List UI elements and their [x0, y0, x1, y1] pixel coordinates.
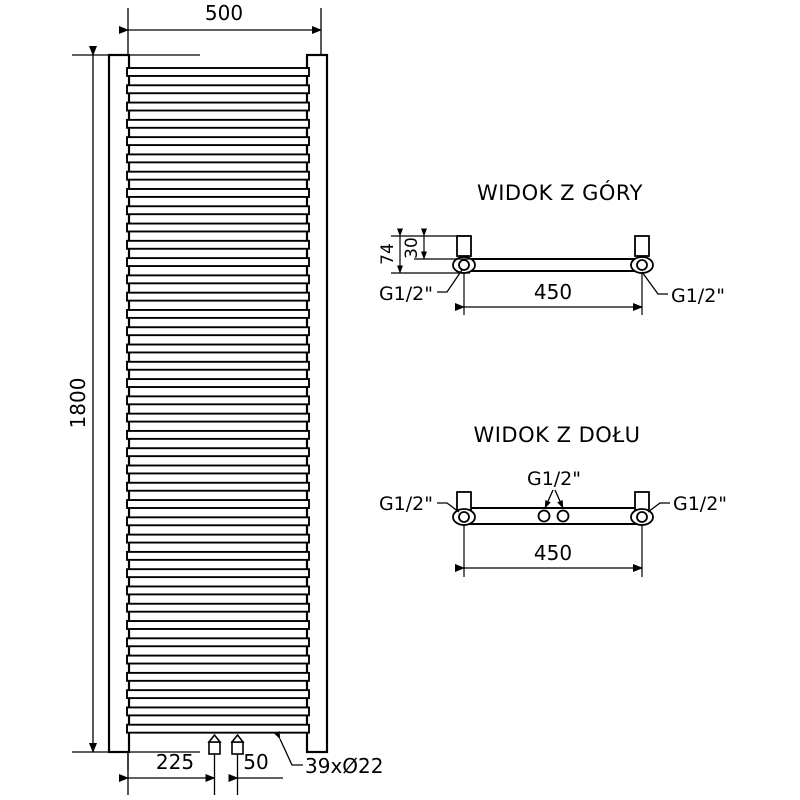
bottom-view-span-dimension: 450 — [455, 524, 643, 577]
radiator-rung — [126, 516, 310, 527]
radiator-rung — [126, 550, 310, 561]
radiator-rung — [126, 637, 310, 648]
top-view-label-right: G1/2" — [641, 271, 725, 307]
bottom-view-span-label: 450 — [534, 541, 572, 565]
radiator-rung — [126, 257, 310, 268]
bottom-view-label-left: G1/2" — [379, 493, 460, 515]
radiator-rung — [126, 239, 310, 250]
bottom-view-group: WIDOK Z DOŁU G1/2" G — [379, 423, 727, 577]
radiator-rung — [126, 671, 310, 682]
radiator-rung — [126, 706, 310, 717]
radiator-rung — [126, 533, 310, 544]
top-view-body — [465, 258, 641, 272]
top-view-span-label: 450 — [534, 280, 572, 304]
dimension-74: 74 — [378, 228, 403, 274]
dimension-30-label: 30 — [402, 237, 422, 259]
radiator-rung — [126, 360, 310, 371]
top-view-fitting-right-label: G1/2" — [671, 285, 725, 307]
bottom-view-fitting-right-label: G1/2" — [673, 493, 727, 515]
bottom-connectors — [207, 733, 245, 755]
bottom-view-fitting-left-label: G1/2" — [379, 493, 433, 515]
bottom-view-rail — [465, 507, 641, 525]
radiator-rung — [126, 620, 310, 630]
front-width-dimension: 500 — [119, 1, 322, 34]
top-view-label-left: G1/2" — [379, 269, 463, 305]
rail-left — [107, 53, 131, 754]
radiator-rung — [126, 326, 310, 337]
radiator-rung — [126, 343, 310, 354]
rung-note-label: 39xØ22 — [305, 754, 383, 778]
radiator-rung — [126, 153, 310, 164]
radiator-rung — [126, 654, 310, 665]
radiator-rung — [126, 101, 310, 112]
top-view-group: WIDOK Z GÓRY 74 30 — [378, 180, 725, 315]
top-view-fitting-left-label: G1/2" — [379, 283, 433, 305]
bottom-view-fitting-right — [630, 491, 654, 526]
front-height-dimension-label: 1800 — [66, 378, 90, 429]
dimension-50-label: 50 — [243, 750, 268, 774]
bottom-view-fitting-left — [452, 491, 476, 526]
radiator-rung — [126, 447, 310, 458]
radiator-rung — [126, 689, 310, 700]
connector-left — [207, 733, 222, 755]
bottom-view-title: WIDOK Z DOŁU — [473, 423, 640, 447]
rung-note-leader: 39xØ22 — [274, 730, 383, 778]
radiator-rung — [126, 481, 310, 492]
top-view-fitting-left — [452, 235, 476, 274]
radiator-rung — [126, 274, 310, 285]
dimension-74-label: 74 — [378, 243, 398, 265]
bottom-view-body — [465, 507, 641, 525]
radiator-rung — [126, 602, 310, 613]
radiator-rung — [126, 429, 310, 440]
bottom-view-label-center: G1/2" — [527, 468, 581, 509]
radiator-side-rails — [107, 53, 329, 754]
top-view-span-dimension: 450 — [455, 273, 643, 315]
radiator-rung — [126, 205, 310, 216]
radiator-rung — [126, 136, 310, 147]
front-height-dimension: 1800 — [66, 46, 97, 753]
radiator-rung — [126, 412, 310, 423]
rail-right — [305, 53, 329, 754]
bottom-view-label-right: G1/2" — [647, 493, 727, 515]
radiator-rung — [126, 585, 310, 596]
dimension-30: 30 — [402, 228, 427, 260]
bottom-view-fitting-center-label: G1/2" — [527, 468, 581, 490]
radiator-rung — [126, 464, 310, 475]
radiator-rung — [126, 309, 310, 319]
radiator-rung — [126, 84, 310, 95]
connector-right — [230, 733, 245, 755]
fitting-stub-left — [456, 235, 472, 257]
radiator-rung — [126, 568, 310, 579]
radiator-rung — [126, 291, 310, 302]
radiator-rung — [126, 499, 310, 509]
radiator-rung — [126, 378, 310, 388]
radiator-rung — [126, 67, 310, 77]
radiator-rung — [126, 170, 310, 181]
radiator-rung — [126, 222, 310, 233]
top-view-title: WIDOK Z GÓRY — [477, 180, 643, 205]
dimension-225: 225 — [119, 750, 216, 782]
fitting-stub-right — [634, 235, 650, 257]
top-view-rail — [465, 258, 641, 272]
radiator-rung — [126, 723, 310, 734]
dimension-50: 50 — [228, 750, 283, 782]
radiator-rung — [126, 188, 310, 198]
radiator-rung — [126, 118, 310, 129]
bottom-view-fitting-center — [537, 509, 570, 523]
front-view-group: 500 1800 — [66, 1, 383, 795]
dimension-225-label: 225 — [156, 750, 194, 774]
radiator-rung — [126, 395, 310, 406]
top-view-fitting-right — [630, 235, 654, 274]
radiator-rungs — [126, 67, 310, 734]
front-width-dimension-label: 500 — [205, 1, 243, 25]
